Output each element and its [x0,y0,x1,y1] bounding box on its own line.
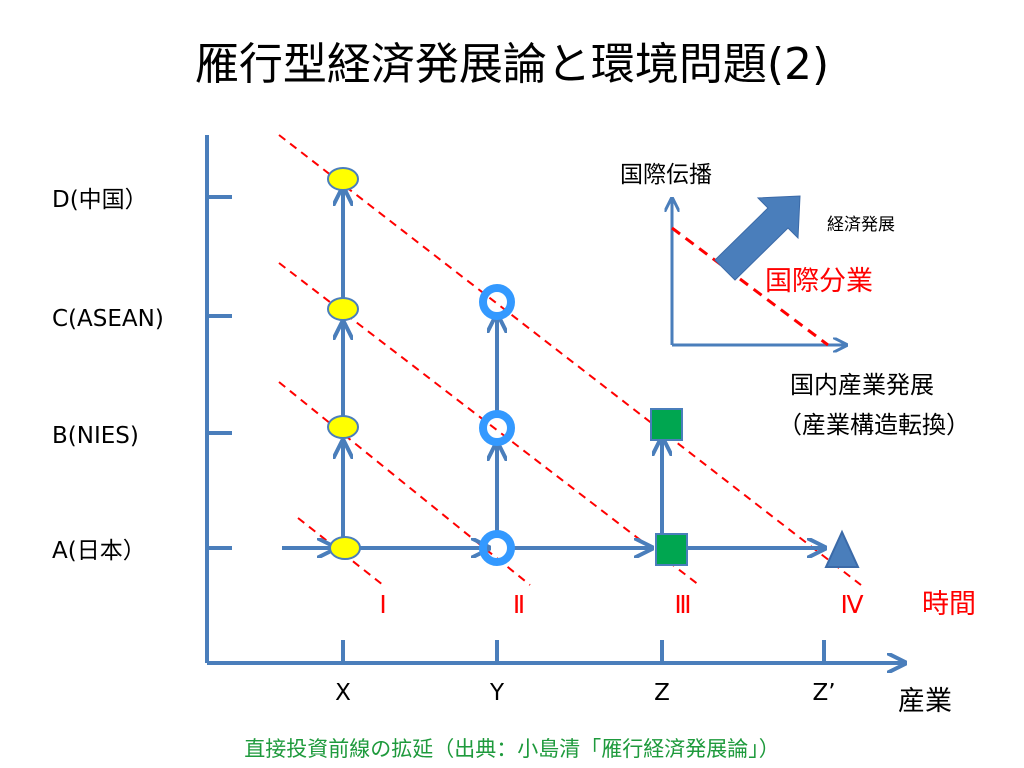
time-marker-ii: Ⅱ [513,590,525,619]
industry-x-node-b [327,415,359,439]
y-label-b: B(NIES) [52,423,139,449]
inset-x-label-line2: （産業構造転換） [778,411,970,439]
industry-z-prime-node-a [824,529,860,568]
industry-z-node-a [655,533,688,566]
inset-diagram [671,195,845,347]
x-axis-title: 産業 [898,686,952,717]
industry-x-node-d [327,167,359,191]
y-label-d: D(中国） [52,187,148,213]
time-label: 時間 [922,589,976,620]
inset-y-label: 国際伝播 [620,162,712,188]
economic-development-arrow [714,195,801,281]
x-label-z-prime: Z’ [812,680,835,706]
x-label-y: Y [489,680,505,706]
slide-title: 雁行型経済発展論と環境問題(2) [194,39,830,90]
caption: 直接投資前線の拡延（出典：小島清「雁行経済発展論」） [244,737,780,761]
propagation-arrows [343,190,662,537]
industry-z-node-b [650,408,683,441]
time-marker-iv: Ⅳ [840,590,863,619]
front-line-iv [278,134,862,586]
time-marker-i: Ⅰ [379,590,386,619]
x-label-z: Z [654,680,670,706]
y-label-a: A(日本） [52,538,146,564]
industry-y-node-c [479,284,515,320]
inset-line-label: 国際分業 [765,266,873,297]
inset-x-label-line1: 国内産業発展 [790,371,934,399]
industry-x-node-c [327,297,359,321]
time-marker-iii: Ⅲ [674,590,691,619]
industry-y-node-a [479,530,515,566]
industry-x-node-a [329,536,361,560]
front-line-i [297,517,384,586]
y-label-c: C(ASEAN) [52,306,164,332]
x-label-x: X [335,680,351,706]
industry-y-node-b [479,410,515,446]
inset-division-line [671,226,829,347]
inset-arrow-label: 経済発展 [827,215,895,235]
